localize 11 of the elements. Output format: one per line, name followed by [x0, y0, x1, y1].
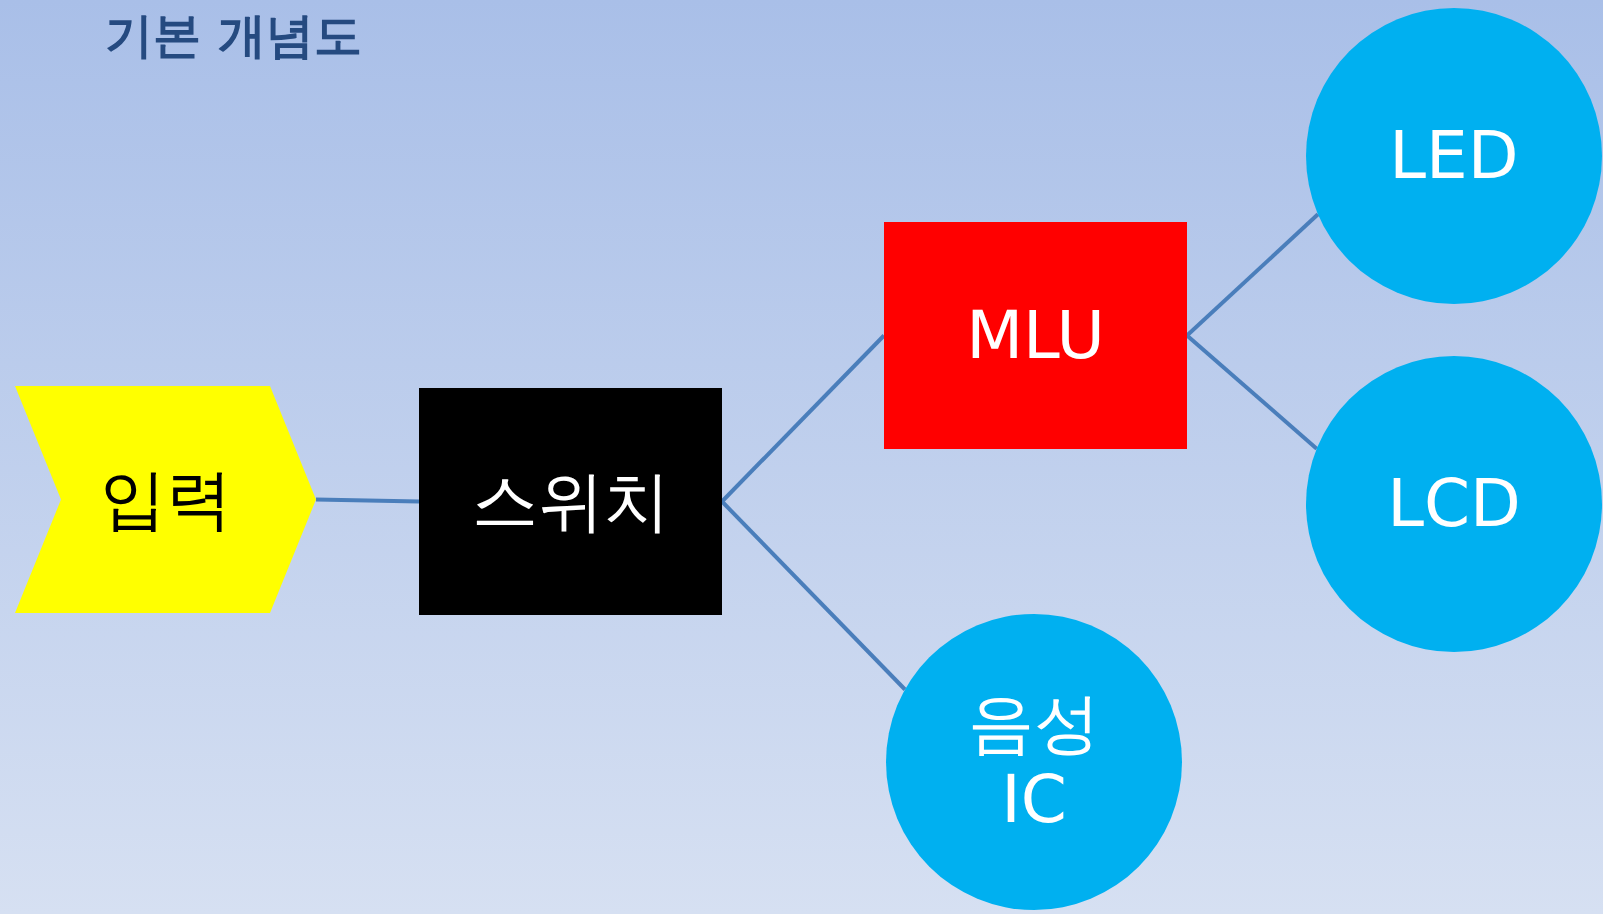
- title: 기본 개념도: [105, 6, 362, 65]
- connector-line: [315, 497, 420, 504]
- node-label: LCD: [1386, 466, 1522, 542]
- process-box: [419, 388, 722, 615]
- node-label: LED: [1388, 118, 1520, 194]
- node-label: 입력: [99, 461, 232, 538]
- node-label: MLU: [966, 297, 1105, 374]
- chevron-shape: [15, 386, 316, 613]
- node-label: 스위치: [471, 463, 670, 540]
- node-label: 음성 IC: [967, 686, 1101, 838]
- process-box: [884, 222, 1187, 449]
